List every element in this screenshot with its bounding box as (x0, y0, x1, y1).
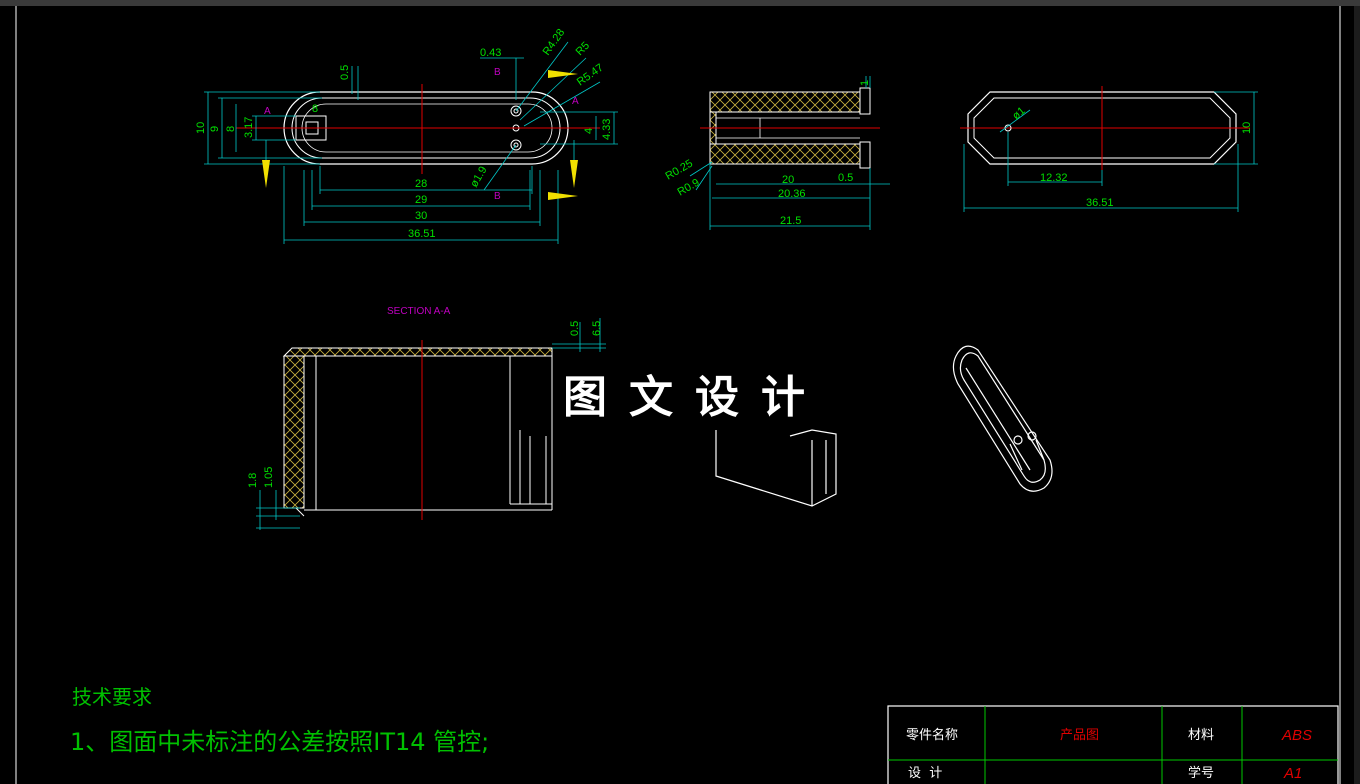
dim-text: 8 (225, 126, 237, 132)
dim-text: 3.17 (243, 117, 255, 138)
dim-text: 36.51 (1086, 197, 1114, 209)
top-view: 0.5 0.43 R4.28 R5 R5.47 10 9 8 3.17 8 4 … (195, 27, 618, 244)
dim-text: 4 (583, 128, 595, 134)
dim-text: 4.33 (601, 119, 613, 140)
dim-text: 29 (415, 194, 427, 206)
window-top-strip (0, 0, 1360, 6)
part-name-value: 产品图 (1060, 728, 1099, 743)
dim-text: 0.5 (339, 65, 351, 80)
isometric-view (952, 345, 1053, 492)
section-label: A (264, 106, 271, 117)
section-label: B (494, 191, 501, 202)
section-title: SECTION A-A (387, 306, 451, 317)
dim-text: 30 (415, 210, 427, 222)
dim-text: 1 (859, 80, 871, 86)
dim-text: 8 (312, 103, 318, 115)
section-label: A (572, 96, 579, 107)
dim-text: R4.28 (541, 27, 568, 58)
dim-text: R5 (574, 40, 592, 58)
section-view: SECTION A-A 0.5 6.5 1.8 1.05 (247, 306, 606, 530)
material-value: ABS (1281, 727, 1312, 744)
dim-text: 9 (209, 126, 221, 132)
section-arrows (262, 70, 578, 200)
dim-text: 0.43 (480, 47, 501, 59)
tech-req-item: 1、图面中未标注的公差按照IT14 管控; (70, 728, 489, 756)
dim-text: 12.32 (1040, 172, 1068, 184)
scrollbar[interactable] (1354, 6, 1360, 784)
design-label: 设 计 (908, 766, 942, 781)
dim-text: ø1 (1010, 105, 1028, 122)
dim-text: 6.5 (591, 321, 603, 336)
part-name-label: 零件名称 (906, 727, 958, 743)
title-block: 零件名称 产品图 材料 ABS 设 计 学号 A1 (887, 705, 1339, 784)
dim-text: 10 (1241, 122, 1253, 134)
material-label: 材料 (1188, 728, 1214, 743)
dim-text: ø1.9 (468, 164, 489, 189)
dim-text: 1.05 (263, 467, 275, 488)
dim-text: 20.36 (778, 188, 806, 200)
student-id-label: 学号 (1188, 765, 1214, 781)
side-view: 1 R0.25 R0.9 20 0.5 20.36 21.5 (664, 76, 890, 230)
dim-text: R0.9 (676, 177, 702, 199)
dim-text: 36.51 (408, 228, 436, 240)
student-id-value: A1 (1283, 765, 1302, 782)
watermark: 图文设计 (563, 372, 827, 423)
dim-text: 21.5 (780, 215, 801, 227)
dim-text: 10 (195, 122, 207, 134)
dim-text: 20 (782, 174, 794, 186)
dim-text: R5.47 (575, 62, 606, 89)
tech-req-heading: 技术要求 (72, 685, 152, 709)
dim-text: 1.8 (247, 473, 259, 488)
dim-text: 0.5 (569, 321, 581, 336)
section-label: B (494, 67, 501, 78)
dim-text: 0.5 (838, 172, 853, 184)
detail-view (715, 429, 837, 507)
right-view: ø1 12.32 36.51 10 (960, 86, 1258, 212)
dim-text: 28 (415, 178, 427, 190)
